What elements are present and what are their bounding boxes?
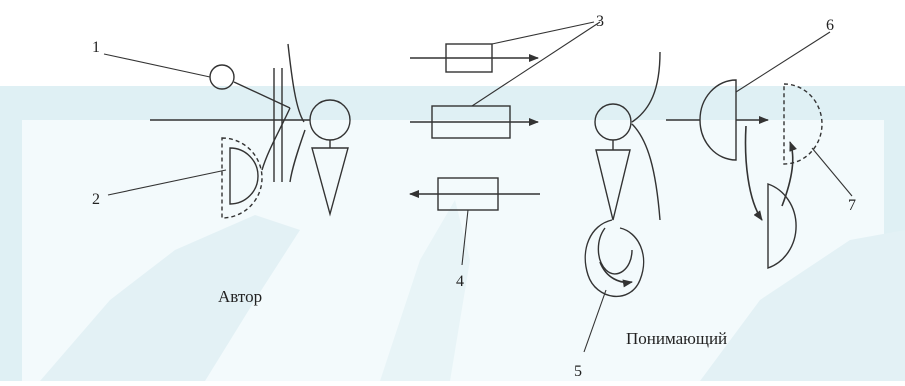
interp-half-disk-top: [699, 79, 737, 161]
author-curve-mid: [261, 107, 291, 171]
author-caption: Автор: [218, 287, 262, 306]
label-1: 1: [92, 39, 100, 56]
label-2: 2: [92, 191, 100, 208]
leader-line-2: [107, 169, 227, 196]
label-6: 6: [826, 17, 834, 34]
author-curve-low: [289, 129, 306, 183]
leader-line-6: [735, 31, 831, 93]
leader-line-1: [103, 53, 211, 78]
background-shape-mid: [380, 200, 470, 381]
receiver-body: [595, 149, 631, 221]
leader-line-3a: [491, 21, 595, 45]
channel-box-top: [445, 43, 493, 73]
source-circle: [209, 64, 235, 90]
interp-arrow-up: [781, 141, 797, 207]
interp-half-disk-bottom: [767, 183, 797, 269]
receiver-caption: Понимающий: [626, 329, 727, 348]
label-4: 4: [456, 273, 464, 290]
author-half-disk: [229, 147, 259, 205]
thought-loop-arrow: [599, 261, 633, 288]
background-shape-left: [40, 215, 300, 381]
leader-line-4: [461, 209, 469, 266]
thought-loop-inner: [597, 227, 633, 275]
interp-half-disk-dashed: [783, 83, 823, 165]
author-curve-top: [287, 43, 305, 123]
label-3: 3: [596, 13, 604, 30]
author-body: [311, 147, 349, 217]
receiver-curve-top: [631, 51, 661, 123]
background-shape-right: [700, 230, 905, 381]
label-7: 7: [848, 197, 856, 214]
leader-line-5: [583, 289, 607, 353]
thought-loop-outer: [584, 219, 645, 297]
source-connector: [233, 81, 291, 109]
author-half-disk-dashed: [221, 137, 263, 219]
channel-box-mid: [431, 105, 511, 139]
label-5: 5: [574, 363, 582, 380]
leader-line-7: [811, 147, 853, 197]
leader-line-3b: [471, 21, 601, 107]
receiver-curve-low: [631, 123, 661, 221]
interp-arrow-down: [744, 125, 763, 221]
